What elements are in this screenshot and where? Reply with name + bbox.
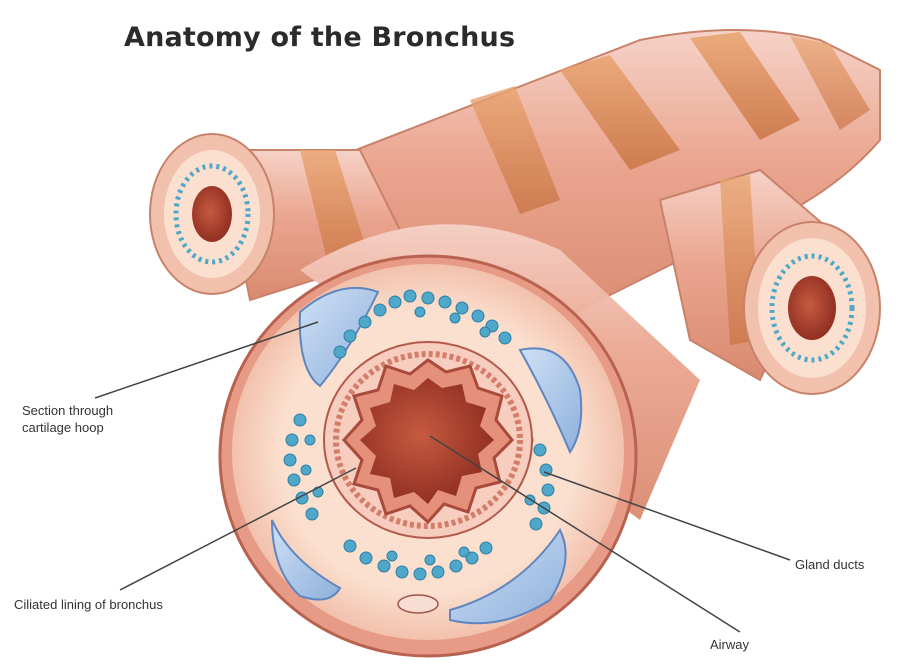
label-cartilage-hoop: Section through cartilage hoop xyxy=(22,402,172,436)
main-cross-section xyxy=(220,224,700,656)
label-cartilage-line2: cartilage hoop xyxy=(22,419,172,436)
label-gland-ducts: Gland ducts xyxy=(795,556,864,573)
label-cartilage-line1: Section through xyxy=(22,402,172,419)
right-branch xyxy=(660,170,880,394)
label-airway: Airway xyxy=(710,636,749,653)
small-vessel xyxy=(398,595,438,613)
label-ciliated-lining: Ciliated lining of bronchus xyxy=(14,596,163,613)
diagram-title: Anatomy of the Bronchus xyxy=(124,22,515,53)
